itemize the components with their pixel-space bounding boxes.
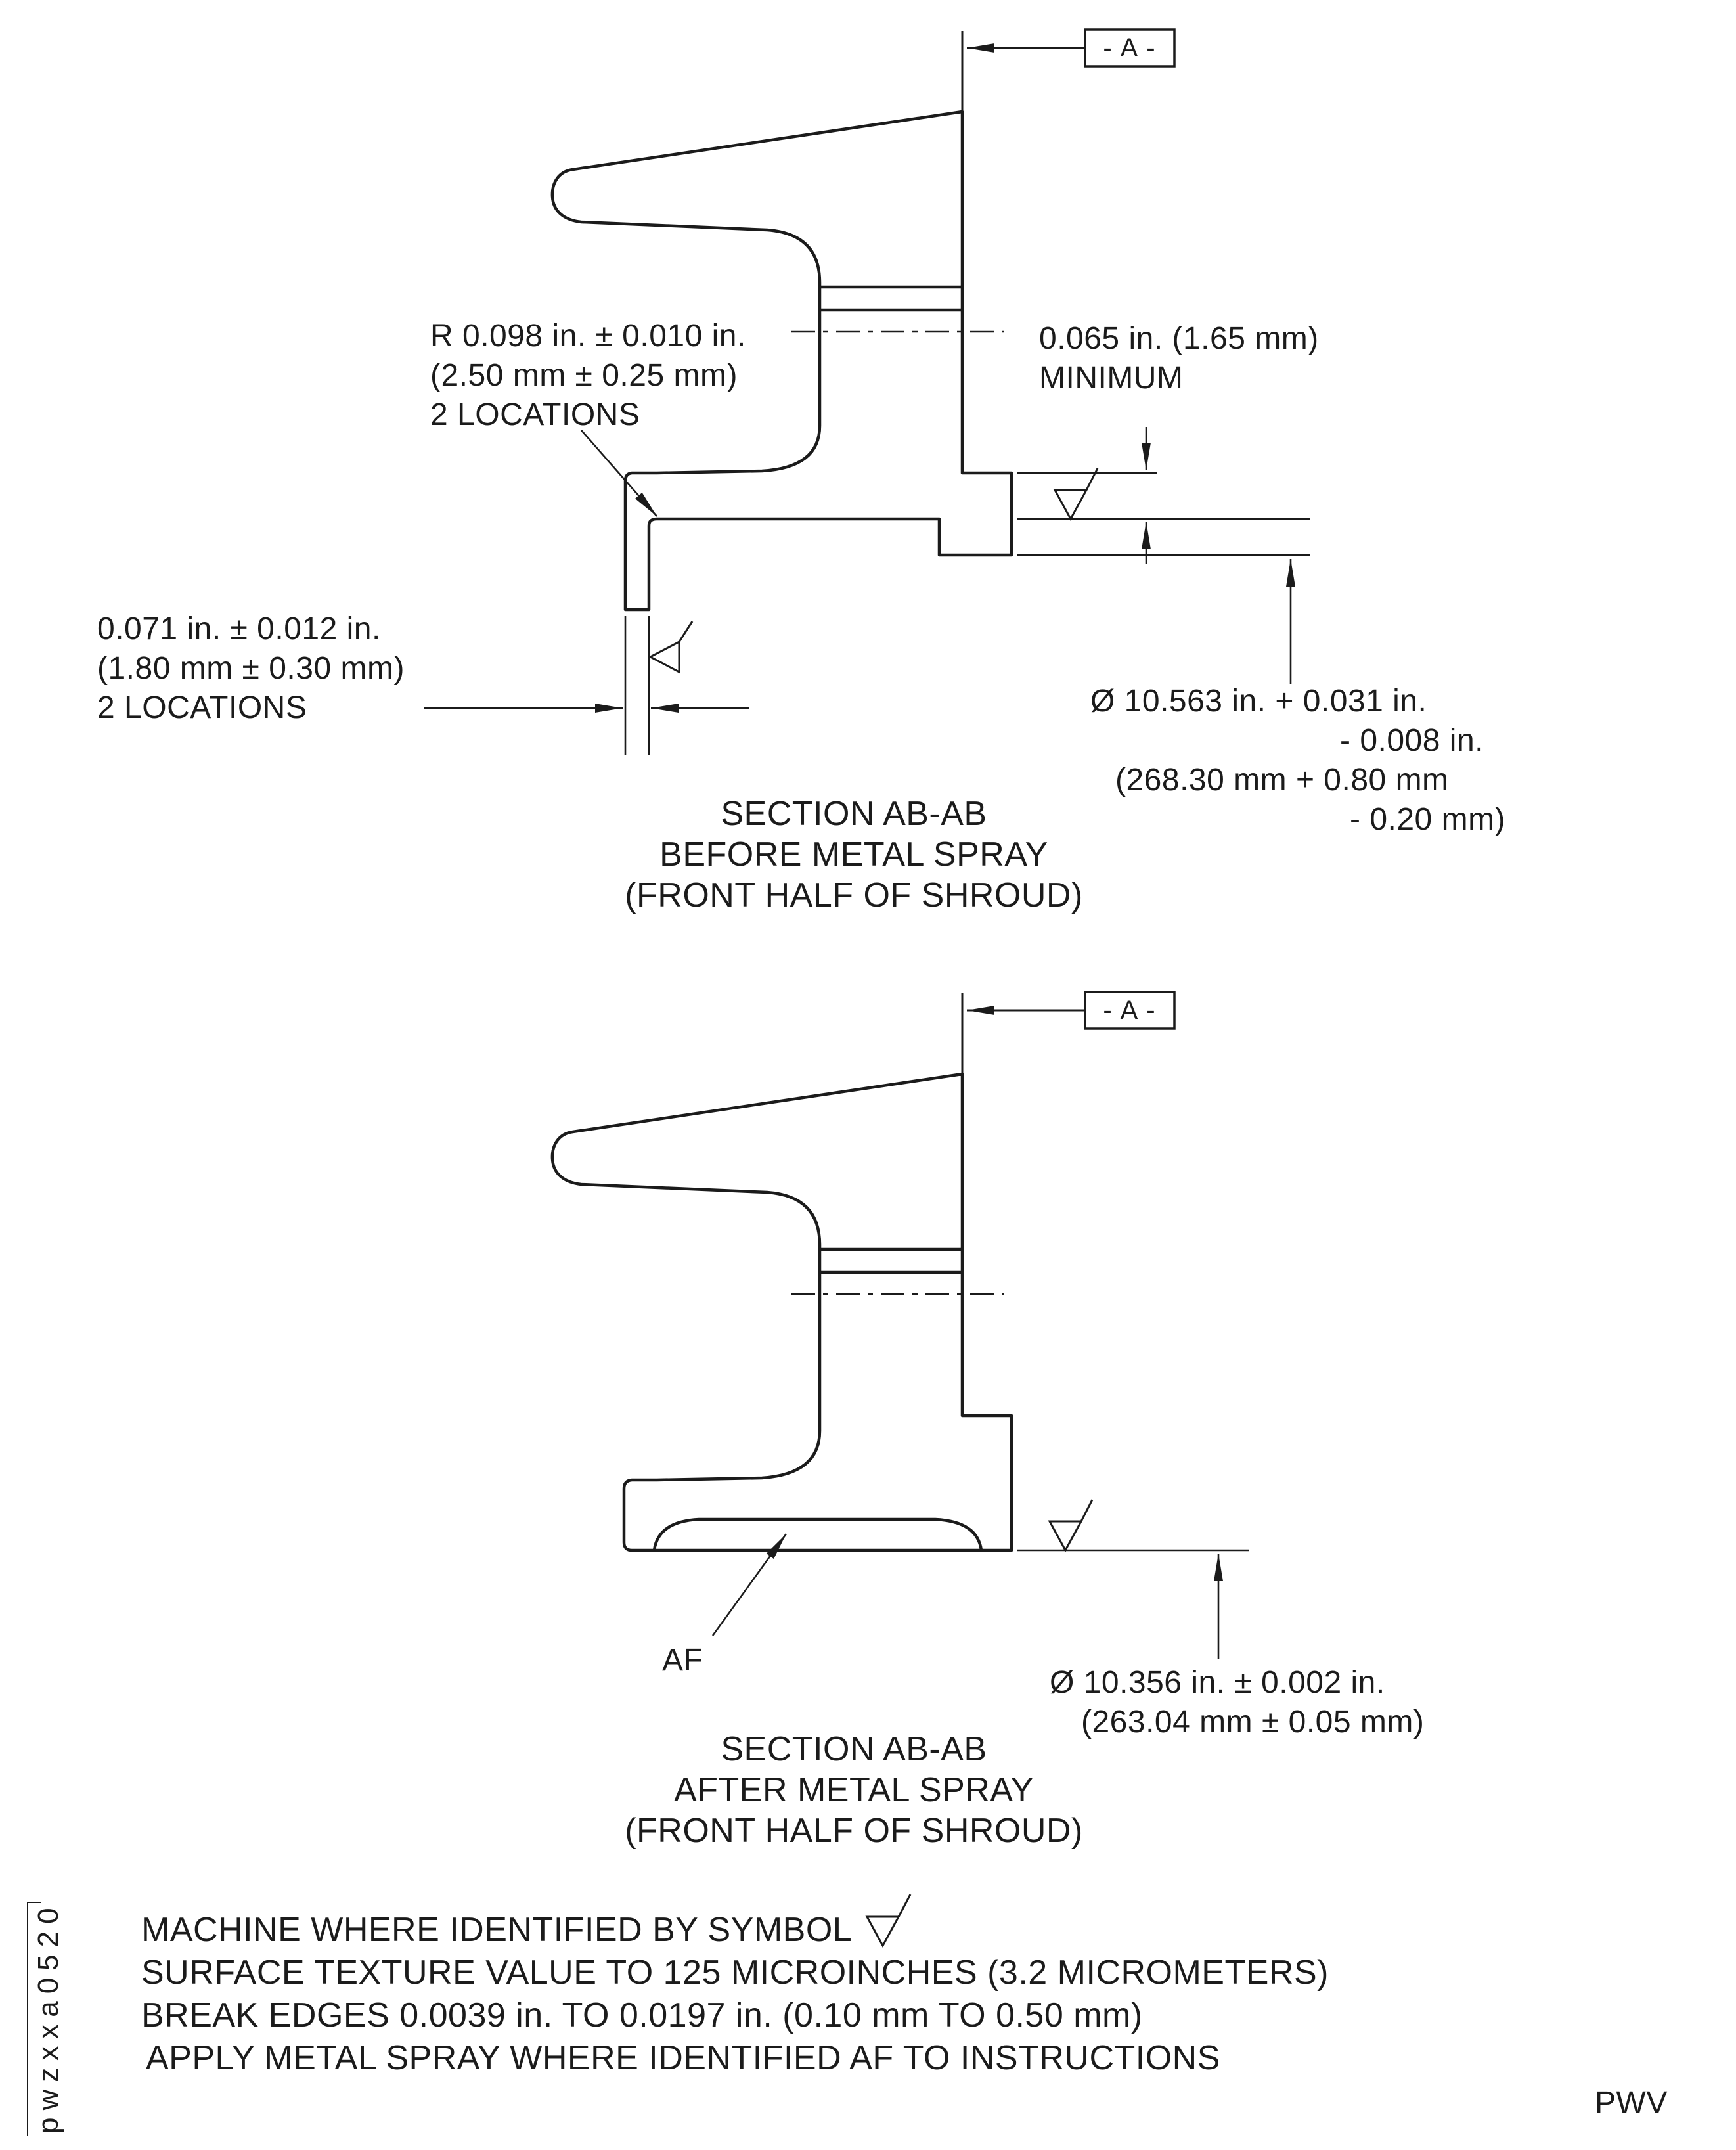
note-line-apply-spray: APPLY METAL SPRAY WHERE IDENTIFIED AF TO… bbox=[146, 2039, 1220, 2077]
top-radius-leader bbox=[581, 430, 657, 517]
top-surface-finish-icon bbox=[1053, 468, 1099, 522]
top-extension-lines bbox=[1017, 518, 1310, 556]
note-line-break-edges: BREAK EDGES 0.0039 in. TO 0.0197 in. (0.… bbox=[141, 1996, 1143, 2034]
top-diameter-note-line4: - 0.20 mm) bbox=[1350, 802, 1506, 837]
top-wall-thickness-note: 0.071 in. ± 0.012 in. (1.80 mm ± 0.30 mm… bbox=[97, 612, 405, 725]
bottom-surface-finish-icon bbox=[1048, 1499, 1094, 1553]
af-leader-arrow bbox=[711, 1533, 788, 1636]
top-profile-outline bbox=[550, 110, 1013, 612]
bottom-diameter-note-line1: Ø 10.356 in. ± 0.002 in. bbox=[1050, 1665, 1385, 1700]
bottom-datum-callout bbox=[961, 991, 1176, 1074]
bottom-profile-outline bbox=[550, 1072, 1013, 1552]
note-line-surface-texture: SURFACE TEXTURE VALUE TO 125 MICROINCHES… bbox=[141, 1954, 1329, 1992]
top-radius-note: R 0.098 in. ± 0.010 in. (2.50 mm ± 0.25 … bbox=[430, 319, 746, 432]
top-section-title: SECTION AB-AB BEFORE METAL SPRAY (FRONT … bbox=[625, 795, 1083, 914]
top-wall-thickness-dimension bbox=[424, 616, 749, 755]
top-diameter-note-line2: - 0.008 in. bbox=[1340, 723, 1484, 758]
corner-label: PWV bbox=[1595, 2086, 1668, 2120]
top-diameter-note-line1: Ø 10.563 in. + 0.031 in. bbox=[1090, 684, 1427, 719]
top-datum-label: - A - bbox=[1103, 34, 1157, 62]
top-min-thickness-note: 0.065 in. (1.65 mm) MINIMUM bbox=[1039, 321, 1319, 395]
note-line-machine: MACHINE WHERE IDENTIFIED BY SYMBOL bbox=[141, 1911, 853, 1949]
top-wall-surface-finish-icon bbox=[648, 621, 694, 674]
af-label: AF bbox=[662, 1643, 703, 1678]
top-datum-callout bbox=[961, 28, 1176, 112]
bottom-section-title: SECTION AB-AB AFTER METAL SPRAY (FRONT H… bbox=[625, 1730, 1083, 1850]
spray-interface-line bbox=[652, 1517, 983, 1551]
notes-surface-finish-icon bbox=[865, 1894, 912, 1948]
top-min-thickness-dimension bbox=[1017, 427, 1157, 564]
top-centerline-band bbox=[791, 285, 1004, 333]
side-document-label: pwzxxa0520 bbox=[32, 1900, 64, 2134]
bottom-diameter-note-line2: (263.04 mm ± 0.05 mm) bbox=[1081, 1705, 1425, 1739]
bottom-datum-label: - A - bbox=[1103, 996, 1157, 1025]
side-label-bracket bbox=[27, 1902, 41, 2136]
top-diameter-note-line3: (268.30 mm + 0.80 mm bbox=[1115, 763, 1449, 797]
bottom-centerline-band bbox=[791, 1247, 1004, 1295]
